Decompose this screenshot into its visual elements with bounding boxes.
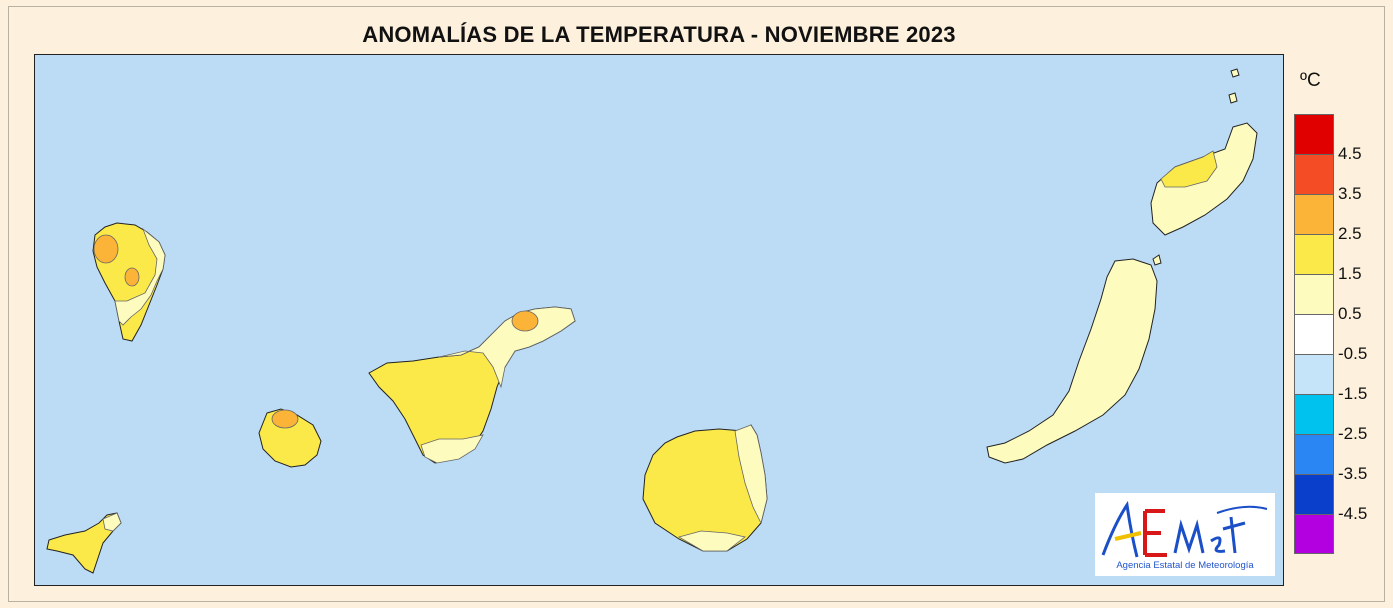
legend-swatch [1294,394,1334,434]
island-gran-canaria [642,424,768,552]
island-fuerteventura [986,254,1162,464]
legend-swatch [1294,114,1334,154]
legend-swatch [1294,434,1334,474]
legend-swatch [1294,514,1334,554]
island-el-hierro [46,512,122,574]
legend-swatch [1294,154,1334,194]
legend-swatch [1294,354,1334,394]
legend-tick-label: -0.5 [1338,344,1368,363]
island-la-palma [92,222,166,342]
legend-swatch [1294,274,1334,314]
legend-tick-label: 4.5 [1338,144,1362,163]
logo-subtitle: Agencia Estatal de Meteorología [1116,560,1254,571]
island-la-gomera [258,408,322,468]
legend-swatch [1294,234,1334,274]
island-lanzarote [1150,68,1258,236]
legend-bar [1294,114,1336,554]
map-area [34,54,1284,586]
map-title: ANOMALÍAS DE LA TEMPERATURA - NOVIEMBRE … [362,22,956,47]
legend-tick-label: -3.5 [1338,464,1368,483]
legend-unit: ºC [1300,70,1321,91]
legend-tick-label: 2.5 [1338,224,1362,243]
aemet-logo-mark [1101,500,1268,558]
legend-tick-label: 3.5 [1338,184,1362,203]
legend-tick-label: -2.5 [1338,424,1368,443]
islands-map [46,68,1258,574]
legend-swatch [1294,314,1334,354]
legend-swatch [1294,474,1334,514]
legend-tick-label: 1.5 [1338,264,1362,283]
island-tenerife [368,306,576,464]
legend-tick-label: -1.5 [1338,384,1368,403]
legend-tick-label: -4.5 [1338,504,1368,523]
aemet-logo: Agencia Estatal de Meteorología [1095,493,1275,576]
legend-tick-label: 0.5 [1338,304,1362,323]
legend-swatch [1294,194,1334,234]
color-legend: ºC 4.5 3.5 2.5 1.5 0.5 -0.5 -1.5 -2.5 -3.5 -4.5 [1290,70,1390,570]
